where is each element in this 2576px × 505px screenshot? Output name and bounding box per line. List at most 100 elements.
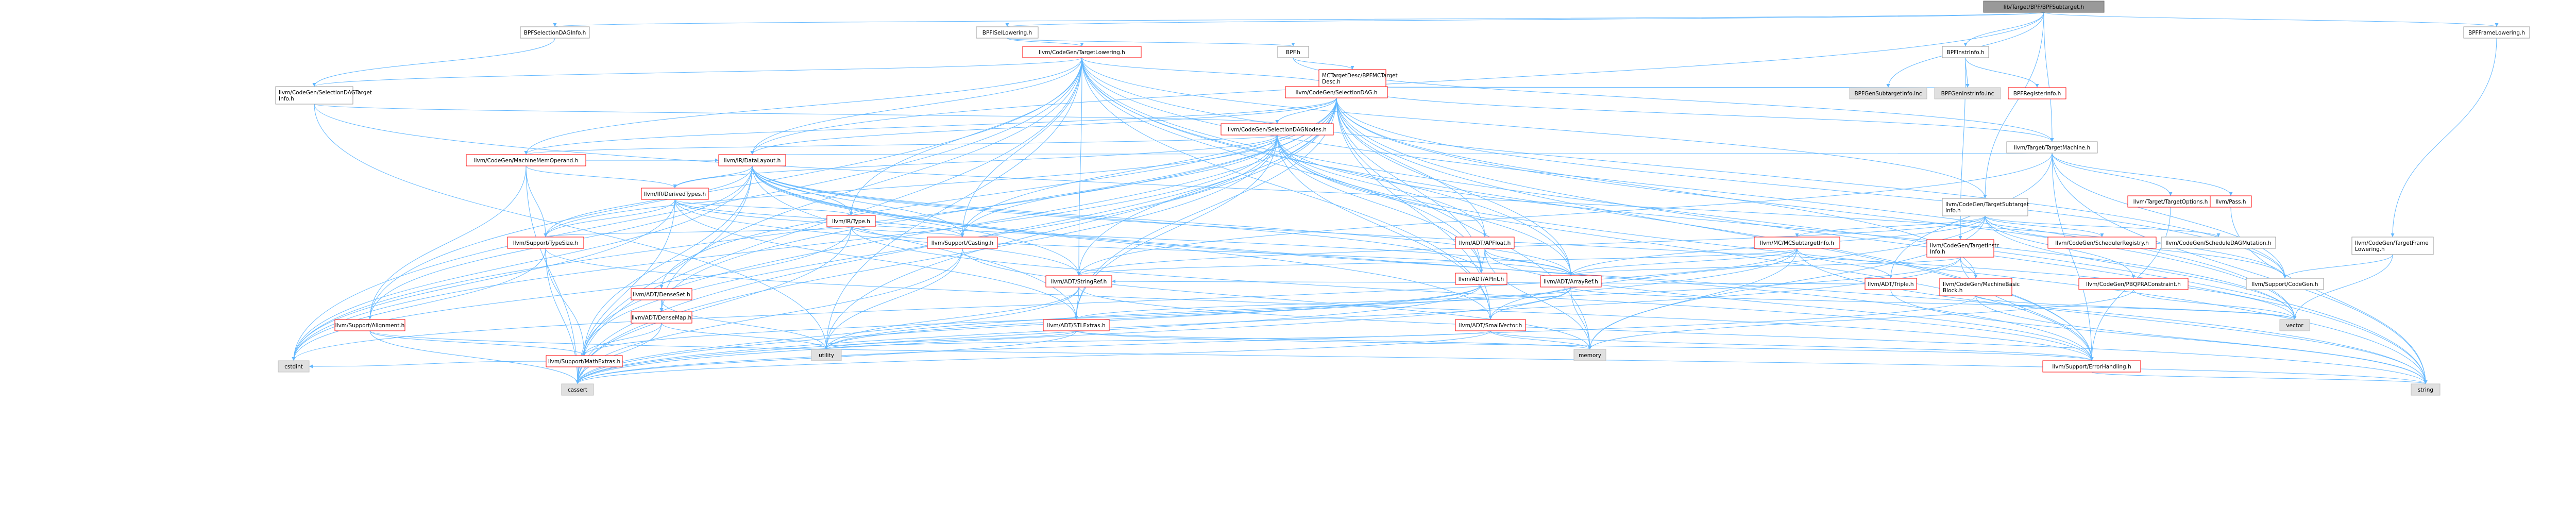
node-box-smallvector: [1455, 319, 1526, 331]
edge-datalayout-to-cstdint: [292, 165, 753, 361]
node-box-denseset: [631, 288, 692, 300]
node-errorhandling[interactable]: llvm/Support/ErrorHandling.h: [2042, 360, 2141, 373]
edge-datalayout-to-derivedtypes: [673, 165, 753, 189]
node-machinememoperand[interactable]: llvm/CodeGen/MachineMemOperand.h: [466, 154, 586, 166]
edge-targetsubtargetinfo-to-vector: [1985, 215, 2297, 320]
node-box-derivedtypes: [641, 188, 709, 200]
node-bpfsubtargetinfo: BPFGenSubtargetInfo.inc: [1849, 87, 1927, 99]
edge-root-to-targetmachine: [2043, 12, 2054, 142]
node-schedulerregistry[interactable]: llvm/CodeGen/SchedulerRegistry.h: [2047, 237, 2157, 249]
edge-selectiondag-to-memory: [1336, 97, 1592, 350]
node-label-targetmachine: llvm/Target/TargetMachine.h: [2014, 145, 2090, 151]
node-label-type: llvm/IR/Type.h: [832, 218, 870, 225]
node-pass[interactable]: llvm/Pass.h: [2210, 195, 2252, 208]
node-box-machinememoperand: [466, 154, 586, 166]
node-alignment[interactable]: llvm/Support/Alignment.h: [334, 319, 405, 331]
edge-root-to-bpfisellowering: [1006, 12, 2044, 27]
node-label-alignment: llvm/Support/Alignment.h: [335, 323, 405, 329]
node-box-casting: [927, 237, 998, 249]
node-bpfframelowering[interactable]: BPFFrameLowering.h: [2463, 26, 2530, 39]
node-type[interactable]: llvm/IR/Type.h: [826, 215, 876, 227]
node-apint[interactable]: llvm/ADT/APInt.h: [1455, 273, 1507, 285]
node-box-targetinstrinfo: [1926, 239, 1994, 258]
edge-targetlowering-to-densemap: [659, 57, 1082, 312]
node-stringref[interactable]: llvm/ADT/StringRef.h: [1045, 275, 1112, 288]
node-arrayref[interactable]: llvm/ADT/ArrayRef.h: [1540, 275, 1602, 288]
edge-targetlowering-to-cstdint: [292, 57, 1082, 361]
edge-targetlowering-to-smallvector: [1081, 57, 1493, 320]
node-bpfinstrinfo[interactable]: BPFInstrInfo.h: [1942, 46, 1989, 58]
edge-selectiondagnodes-to-smallvector: [1277, 134, 1493, 320]
node-stlextras[interactable]: llvm/ADT/STLExtras.h: [1043, 319, 1110, 331]
node-triple[interactable]: llvm/ADT/Triple.h: [1865, 278, 1917, 290]
node-bpfseldaginfo[interactable]: BPFSelectionDAGInfo.h: [520, 26, 590, 39]
edge-derivedtypes-to-stlextras: [674, 199, 1078, 320]
node-selectiondag[interactable]: llvm/CodeGen/SelectionDAG.h: [1285, 86, 1388, 98]
edge-targetlowering-to-string: [1081, 57, 2428, 384]
node-derivedtypes[interactable]: llvm/IR/DerivedTypes.h: [641, 188, 709, 200]
header-nodes: lib/Target/BPF/BPFSubtarget.hBPFSelectio…: [275, 1, 2530, 396]
edge-casting-to-utility: [824, 248, 963, 350]
edge-apfloat-to-memory: [1484, 248, 1592, 350]
node-box-machinebasicblock: [1939, 278, 2012, 296]
node-smallvector[interactable]: llvm/ADT/SmallVector.h: [1455, 319, 1526, 331]
edge-errorhandling-to-string: [2091, 372, 2428, 384]
node-box-pbqpraconstraint: [2078, 278, 2189, 290]
node-box-root: [1983, 1, 2105, 13]
edge-targetlowering-to-stringref: [1077, 57, 1082, 276]
node-label-memory: memory: [1579, 352, 1601, 359]
node-apfloat[interactable]: llvm/ADT/APFloat.h: [1455, 237, 1515, 249]
node-utility: utility: [811, 349, 842, 361]
node-label-targetinstrinfo: llvm/CodeGen/TargetInstr: [1930, 243, 1999, 249]
edge-bpfh-to-mctargetdesc: [1293, 57, 1354, 70]
node-casting[interactable]: llvm/Support/Casting.h: [927, 237, 998, 249]
edge-triple-to-string: [1890, 289, 2428, 384]
edge-machinememoperand-to-cassert: [526, 165, 580, 384]
node-label-utility: utility: [819, 352, 834, 359]
node-box-memory: [1573, 349, 1606, 361]
node-bpfregisterinfo[interactable]: BPFRegisterInfo.h: [2008, 87, 2066, 99]
node-denseset[interactable]: llvm/ADT/DenseSet.h: [631, 288, 692, 300]
node-typesize[interactable]: llvm/Support/TypeSize.h: [507, 237, 584, 249]
edge-selectiondagnodes-to-cstdint: [292, 134, 1278, 361]
node-label-densemap: llvm/ADT/DenseMap.h: [632, 315, 691, 321]
node-pbqpraconstraint[interactable]: llvm/CodeGen/PBQPRAConstraint.h: [2078, 278, 2189, 290]
node-box-seldagtargetinfo: [275, 86, 353, 105]
node-bpfh[interactable]: BPF.h: [1277, 46, 1309, 58]
edge-machinebasicblock-to-cassert: [575, 295, 1976, 384]
node-box-scheduledagmutation: [2161, 237, 2276, 249]
node-bpfisellowering[interactable]: BPFISelLowering.h: [976, 26, 1039, 39]
node-targetoptions[interactable]: llvm/Target/TargetOptions.h: [2127, 195, 2214, 208]
edge-stlextras-to-memory: [1076, 330, 1592, 350]
edge-targetsubtargetinfo-to-scheduledagmutation: [1985, 215, 2221, 238]
node-box-utility: [811, 349, 842, 361]
node-bpfgeninstrinfo: BPFGenInstrInfo.inc: [1934, 87, 2001, 99]
node-box-supportcodegen: [2246, 278, 2324, 290]
edge-bpfh-to-targetmachine: [1293, 57, 2054, 142]
node-targetlowering[interactable]: llvm/CodeGen/TargetLowering.h: [1022, 46, 1142, 58]
node-mathextras[interactable]: llvm/Support/MathExtras.h: [546, 355, 623, 367]
node-scheduledagmutation[interactable]: llvm/CodeGen/ScheduleDAGMutation.h: [2161, 237, 2276, 249]
edge-bpfisellowering-to-targetlowering: [1007, 38, 1084, 47]
edge-targetlowering-to-vector: [1081, 57, 2297, 320]
node-label-selectiondagnodes: llvm/CodeGen/SelectionDAGNodes.h: [1228, 127, 1327, 133]
edge-alignment-to-mathextras: [369, 330, 586, 356]
edge-targetsubtargetinfo-to-memory: [1588, 215, 1986, 350]
node-datalayout[interactable]: llvm/IR/DataLayout.h: [718, 154, 786, 166]
node-supportcodegen[interactable]: llvm/Support/CodeGen.h: [2246, 278, 2324, 290]
edge-targetmachine-to-targetoptions: [2052, 153, 2173, 196]
node-targetmachine[interactable]: llvm/Target/TargetMachine.h: [2006, 141, 2098, 154]
node-label-typesize: llvm/Support/TypeSize.h: [513, 240, 579, 246]
node-mcsubtargetinfo[interactable]: llvm/MC/MCSubtargetInfo.h: [1754, 237, 1840, 249]
node-densemap[interactable]: llvm/ADT/DenseMap.h: [631, 311, 692, 324]
edge-stringref-to-string: [1078, 287, 2428, 384]
node-label-string: string: [2418, 387, 2433, 393]
node-selectiondagnodes[interactable]: llvm/CodeGen/SelectionDAGNodes.h: [1221, 123, 1334, 136]
node-label-mctargetdesc: MCTargetDesc/BPFMCTarget: [1322, 73, 1398, 79]
